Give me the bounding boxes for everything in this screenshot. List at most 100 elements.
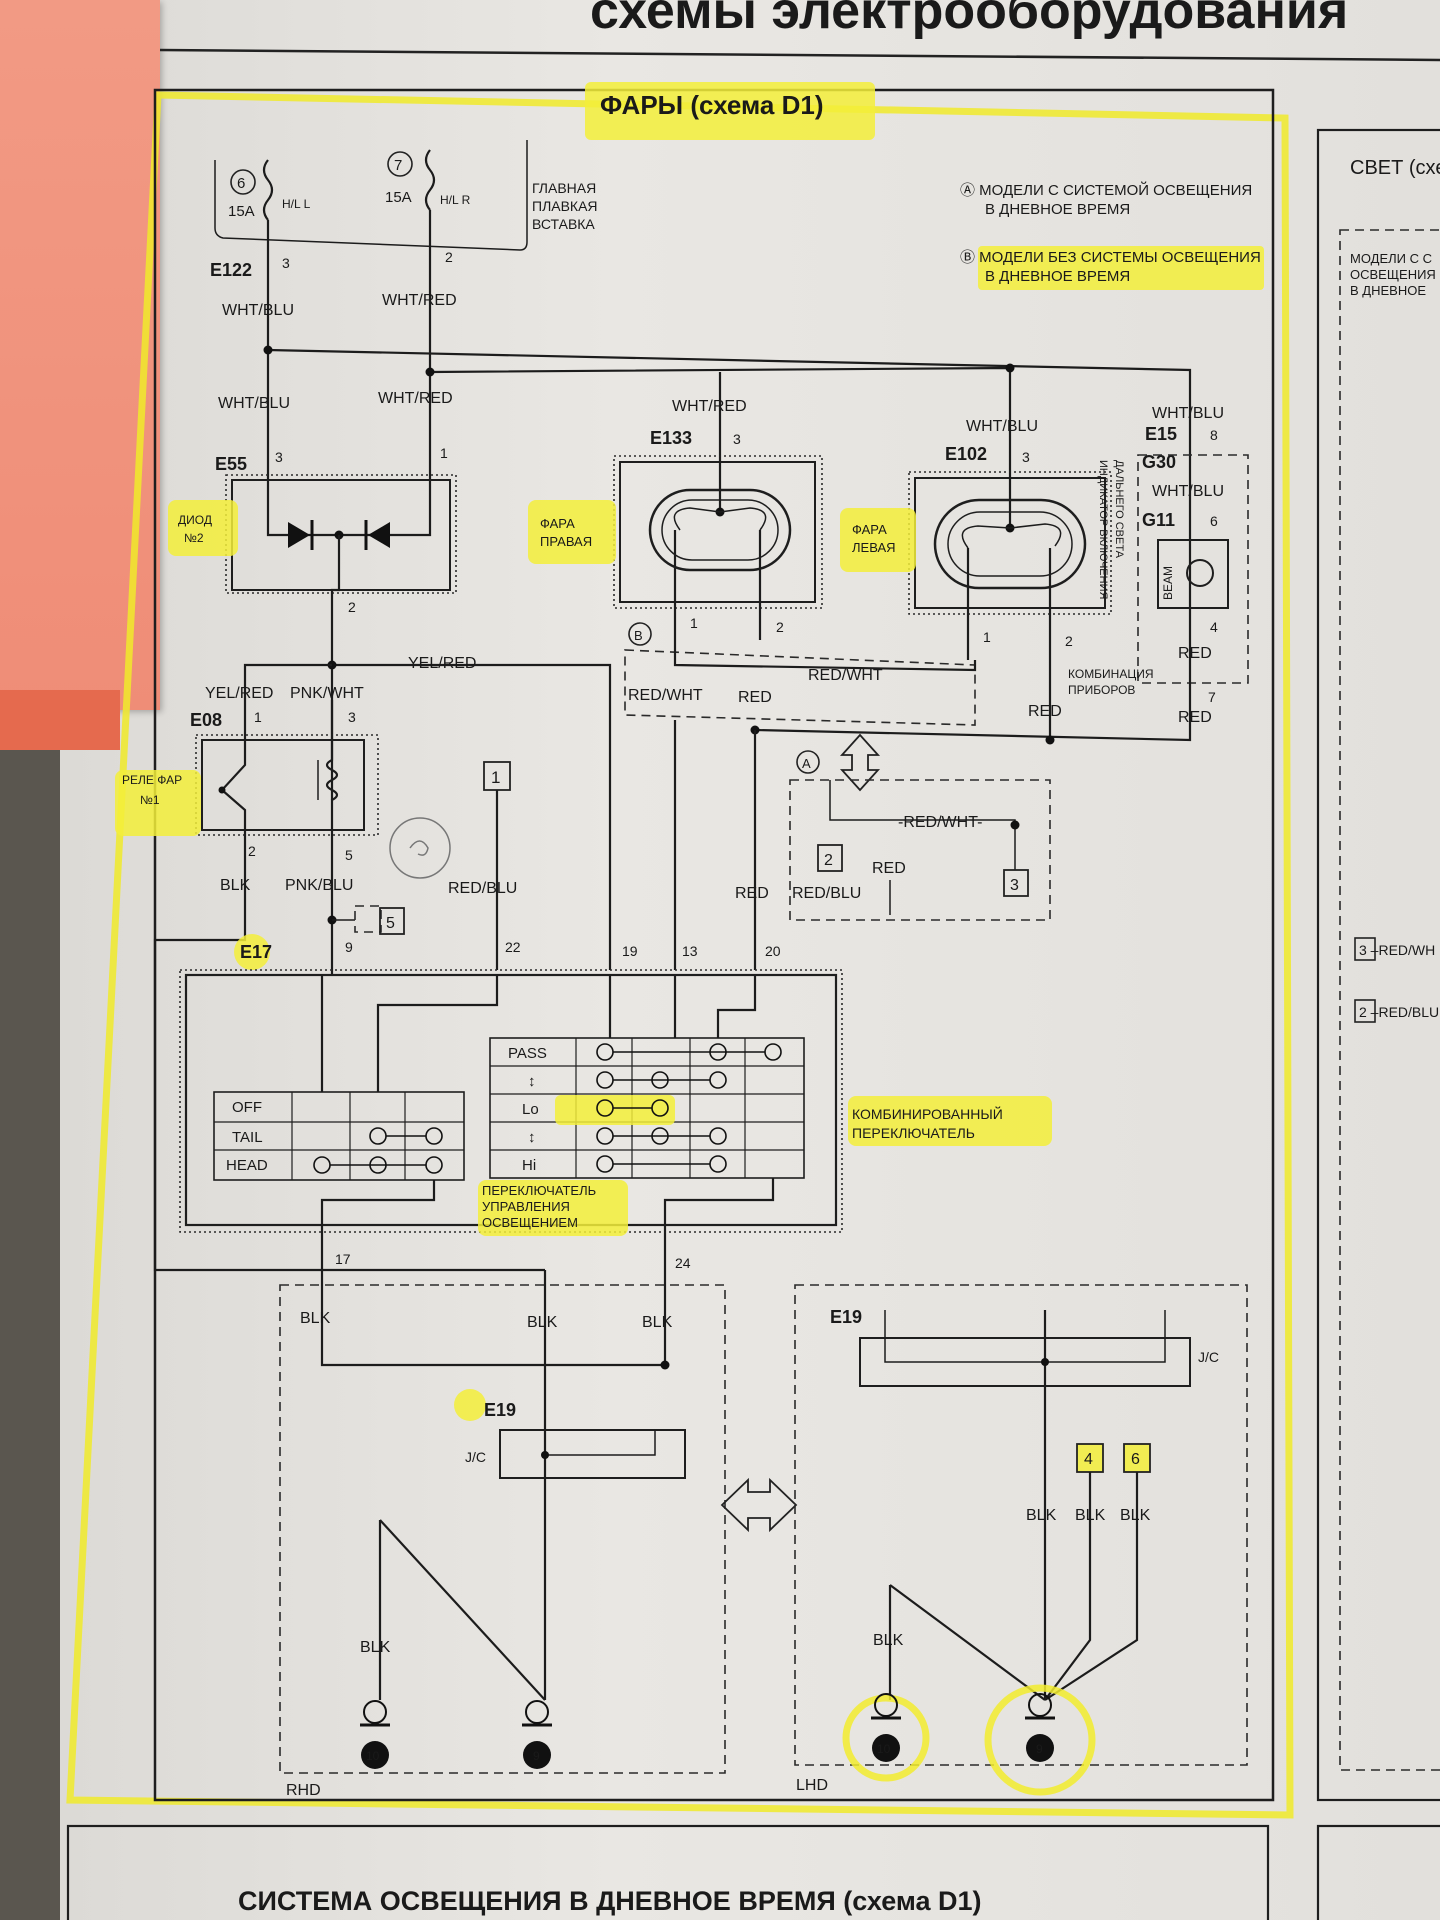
junction-1 <box>263 345 273 355</box>
ground-10-rhd-text: 10 <box>366 1749 380 1763</box>
headlight-left-filaments <box>966 548 1052 740</box>
title-highlight <box>585 82 875 140</box>
dimmer-lo-highlight <box>555 1095 675 1125</box>
headlight-right-box <box>619 461 816 603</box>
wire-label-wht-red-2: WHT/RED <box>378 390 453 407</box>
ground-10-lhd <box>872 1734 900 1762</box>
adjacent-dashed-box <box>1339 229 1440 1771</box>
relay-coil <box>325 700 339 900</box>
diagram-title: ФАРЫ (схема D1) <box>600 90 824 120</box>
beam-indicator-box <box>1157 539 1229 609</box>
lhd-dashed-box <box>794 1284 1248 1766</box>
adjacent-text-4: СВЕТ (схема D1) <box>1350 157 1440 179</box>
wire-blk-diagonal-lhd <box>888 1584 1046 1701</box>
beam-indicator-text: BEAM <box>1161 566 1175 600</box>
wire-label-wht-blu-5: WHT/BLU <box>1152 483 1224 500</box>
ref-box-1-text: 1 <box>491 768 500 787</box>
pin-e133-2: 2 <box>776 619 784 635</box>
fuse-6-circle <box>230 169 256 195</box>
switch-pos-head: HEAD <box>226 1157 268 1174</box>
wire-label-red-5: RED <box>872 860 906 877</box>
legend-b-highlight <box>978 246 1264 290</box>
diode-internal-wire <box>266 490 432 537</box>
marker-a <box>796 750 820 774</box>
relay-label-highlight <box>115 770 201 836</box>
wire-blk-relay-ground <box>153 860 545 1272</box>
fuse-7-name: H/L R <box>440 193 471 207</box>
combo-switch-label-1: КОМБИНИРОВАННЫЙ <box>852 1105 1003 1122</box>
variant-a-dashed-box <box>789 779 1051 921</box>
fuse-6-rating: 15A <box>228 203 255 220</box>
connector-e19-lhd: E19 <box>830 1307 862 1327</box>
pin-e08-2: 2 <box>248 843 256 859</box>
pin-e55-2: 2 <box>348 599 356 615</box>
ref-box-3-text: 3 <box>1010 877 1019 894</box>
wire-label-wht-blu-1: WHT/BLU <box>222 302 294 319</box>
sticky-note-back <box>0 690 120 750</box>
diode-label-2: №2 <box>184 531 204 545</box>
pin-e122-2: 2 <box>445 249 453 265</box>
wire-label-red-wht-2: RED/WHT <box>628 687 703 704</box>
pin-e133-1: 1 <box>690 615 698 631</box>
pin-e17-17: 17 <box>335 1251 351 1267</box>
marker-b <box>628 622 652 646</box>
svg-text:↕: ↕ <box>528 1129 536 1146</box>
ground-9-rhd <box>523 1741 551 1769</box>
pin-e55-1: 1 <box>440 445 448 461</box>
dimmer-pos-pass: PASS <box>508 1045 547 1062</box>
wire-label-blk-4: BLK <box>642 1314 673 1331</box>
light-switch-label-1: ПЕРЕКЛЮЧАТЕЛЬ <box>482 1183 596 1198</box>
highlight-frame <box>66 91 1294 1819</box>
wire-label-wht-red-1: WHT/RED <box>382 292 457 309</box>
legend-b-line2: В ДНЕВНОЕ ВРЕМЯ <box>985 268 1130 285</box>
fuse-6-symbol <box>262 159 274 221</box>
diode-symbol-right <box>368 522 390 548</box>
footer-title: СИСТЕМА ОСВЕЩЕНИЯ В ДНЕВНОЕ ВРЕМЯ (схема… <box>238 1886 982 1916</box>
ref-box-5 <box>379 907 405 935</box>
wire-label-blk-1: BLK <box>220 877 251 894</box>
rhd-lhd-switch-arrow <box>720 1477 798 1533</box>
variant-b-dashed-box <box>624 649 976 726</box>
fuse-7-rating: 15A <box>385 189 412 206</box>
light-switch-label-highlight <box>478 1180 628 1236</box>
connector-g30: G30 <box>1142 452 1176 472</box>
pin-e17-9: 9 <box>345 939 353 955</box>
wire-label-red-wht-3: -RED/WHT- <box>898 814 982 831</box>
ref-box-5-text: 5 <box>386 915 395 932</box>
marker-b-text: B <box>634 628 643 643</box>
pin-e17-24: 24 <box>675 1255 691 1271</box>
headlight-left-label-2: ЛЕВАЯ <box>852 540 896 555</box>
ground-9-lhd-text: 9 <box>1036 1742 1043 1756</box>
wire-label-red-4: RED <box>1028 703 1062 720</box>
headlight-right-label-1: ФАРА <box>540 516 575 531</box>
ref-box-3 <box>1003 869 1029 897</box>
wire-label-red-cluster: RED <box>1178 645 1212 662</box>
wire-yel-red <box>332 663 612 970</box>
svg-text:↕: ↕ <box>528 1073 536 1090</box>
pin-e17-22: 22 <box>505 939 521 955</box>
adjacent-text-1: МОДЕЛИ С С <box>1350 251 1432 266</box>
wire-label-red-blu-2: RED/BLU <box>792 885 861 902</box>
adjacent-box-3 <box>1354 937 1376 961</box>
fuse-7-number: 7 <box>394 157 402 174</box>
jc-lhd-box <box>859 1337 1191 1387</box>
wire-label-wht-blu-3: WHT/BLU <box>966 418 1038 435</box>
legend-a-line1: Ⓐ МОДЕЛИ С СИСТЕМОЙ ОСВЕЩЕНИЯ <box>960 181 1252 199</box>
combo-switch-label-2: ПЕРЕКЛЮЧАТЕЛЬ <box>852 1125 975 1141</box>
ground-9-rhd-text: 9 <box>533 1749 540 1763</box>
pin-e17-13: 13 <box>682 943 698 959</box>
jc-lhd-label: J/C <box>1198 1349 1219 1365</box>
diagram-frame <box>153 88 1275 1802</box>
dimmer-pos-lo: Lo <box>522 1101 539 1118</box>
ref-box-2-text: 2 <box>824 852 833 869</box>
wire-label-yel-red-1: YEL/RED <box>408 655 476 672</box>
wire-red-wht-b <box>673 640 977 672</box>
wire-label-pnk-wht: PNK/WHT <box>290 685 364 702</box>
ground-9-lhd <box>1026 1734 1054 1762</box>
junction-2 <box>425 367 435 377</box>
headlight-right-filaments <box>673 530 762 640</box>
jc-rhd-box <box>499 1429 686 1479</box>
pin-e102-1: 1 <box>983 629 991 645</box>
chapter-title: схемы электрооборудования <box>590 0 1348 40</box>
